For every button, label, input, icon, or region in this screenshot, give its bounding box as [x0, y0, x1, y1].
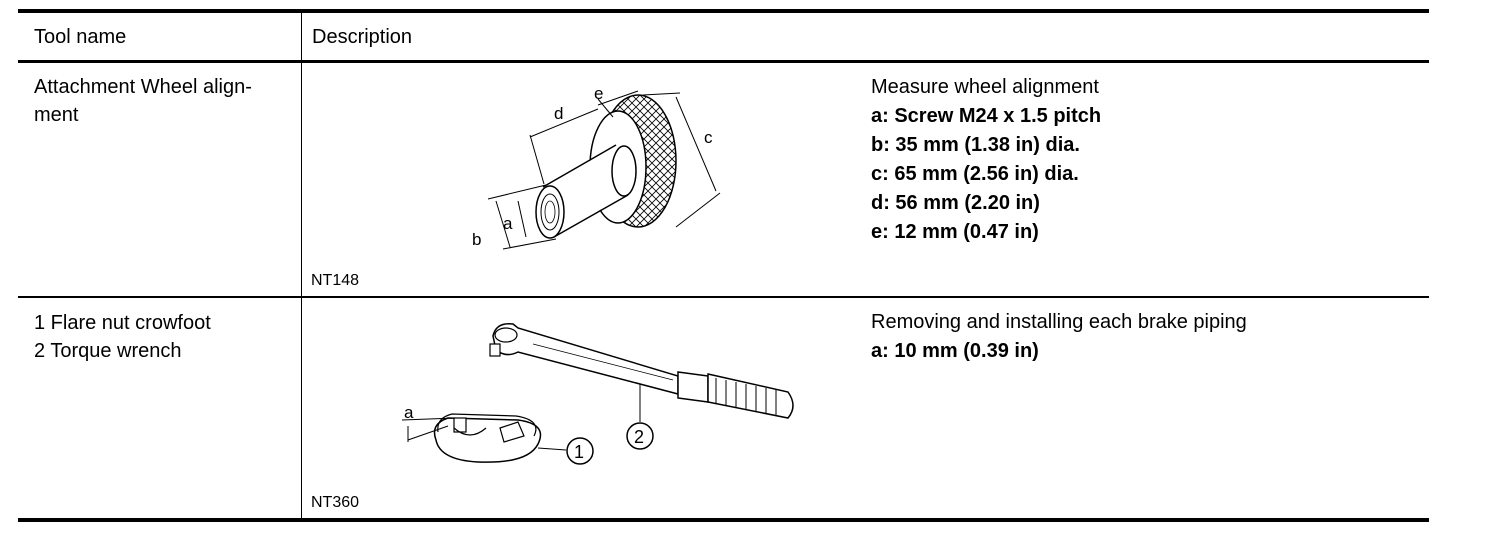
dimension-label-e: e: [594, 84, 603, 103]
row-2-purpose: Removing and installing each brake pipin…: [871, 311, 1247, 333]
dimension-label-d: d: [554, 104, 563, 123]
row-divider: [18, 296, 1429, 298]
torque-wrench: [489, 323, 794, 422]
special-tools-table: Tool name Description Attachment Wheel a…: [18, 9, 1429, 522]
row-1-description: Measure wheel alignment a: Screw M24 x 1…: [871, 73, 1101, 247]
callout-1-label: 1: [574, 442, 584, 462]
row-1-figure-code: NT148: [311, 272, 360, 289]
callout-1-circle: [566, 437, 594, 465]
row-2-figure-code: NT360: [311, 494, 360, 511]
header-tool-name: Tool name: [34, 26, 127, 48]
row-1-spec-a: a: Screw M24 x 1.5 pitch: [871, 105, 1102, 127]
dimension-label-b: b: [472, 230, 481, 249]
row-1-spec-b: b: 35 mm (1.38 in) dia.: [871, 134, 1080, 156]
column-divider: [301, 13, 302, 518]
table-bottom-rule: [18, 518, 1429, 522]
dimension-label-a: a: [503, 214, 513, 233]
dimension-label-c: c: [704, 128, 713, 147]
row-2-spec-a: a: 10 mm (0.39 in): [871, 340, 1039, 362]
shaft-collar: [611, 145, 637, 197]
wheel-alignment-attachment-illustration: b a d e c: [472, 84, 721, 250]
callout-2-circle: [626, 422, 654, 450]
row-1-purpose: Measure wheel alignment: [871, 76, 1099, 98]
crowfoot-torque-wrench-illustration: 2 a 1: [401, 323, 794, 465]
flare-nut-crowfoot: [433, 413, 542, 463]
row-1-tool-name: Attachment Wheel align- ment: [34, 76, 252, 126]
dimension-label-a: a: [404, 403, 414, 422]
row-2-description: Removing and installing each brake pipin…: [871, 308, 1247, 366]
row-1-spec-e: e: 12 mm (0.47 in): [871, 221, 1039, 243]
row-2-tool-name: 1 Flare nut crowfoot 2 Torque wrench: [34, 312, 211, 362]
row-1-spec-d: d: 56 mm (2.20 in): [871, 192, 1040, 214]
header-bottom-rule: [18, 60, 1429, 63]
header-description: Description: [312, 26, 413, 48]
table-top-rule: [18, 9, 1429, 13]
row-1-spec-c: c: 65 mm (2.56 in) dia.: [871, 163, 1079, 185]
callout-2-label: 2: [634, 427, 644, 447]
